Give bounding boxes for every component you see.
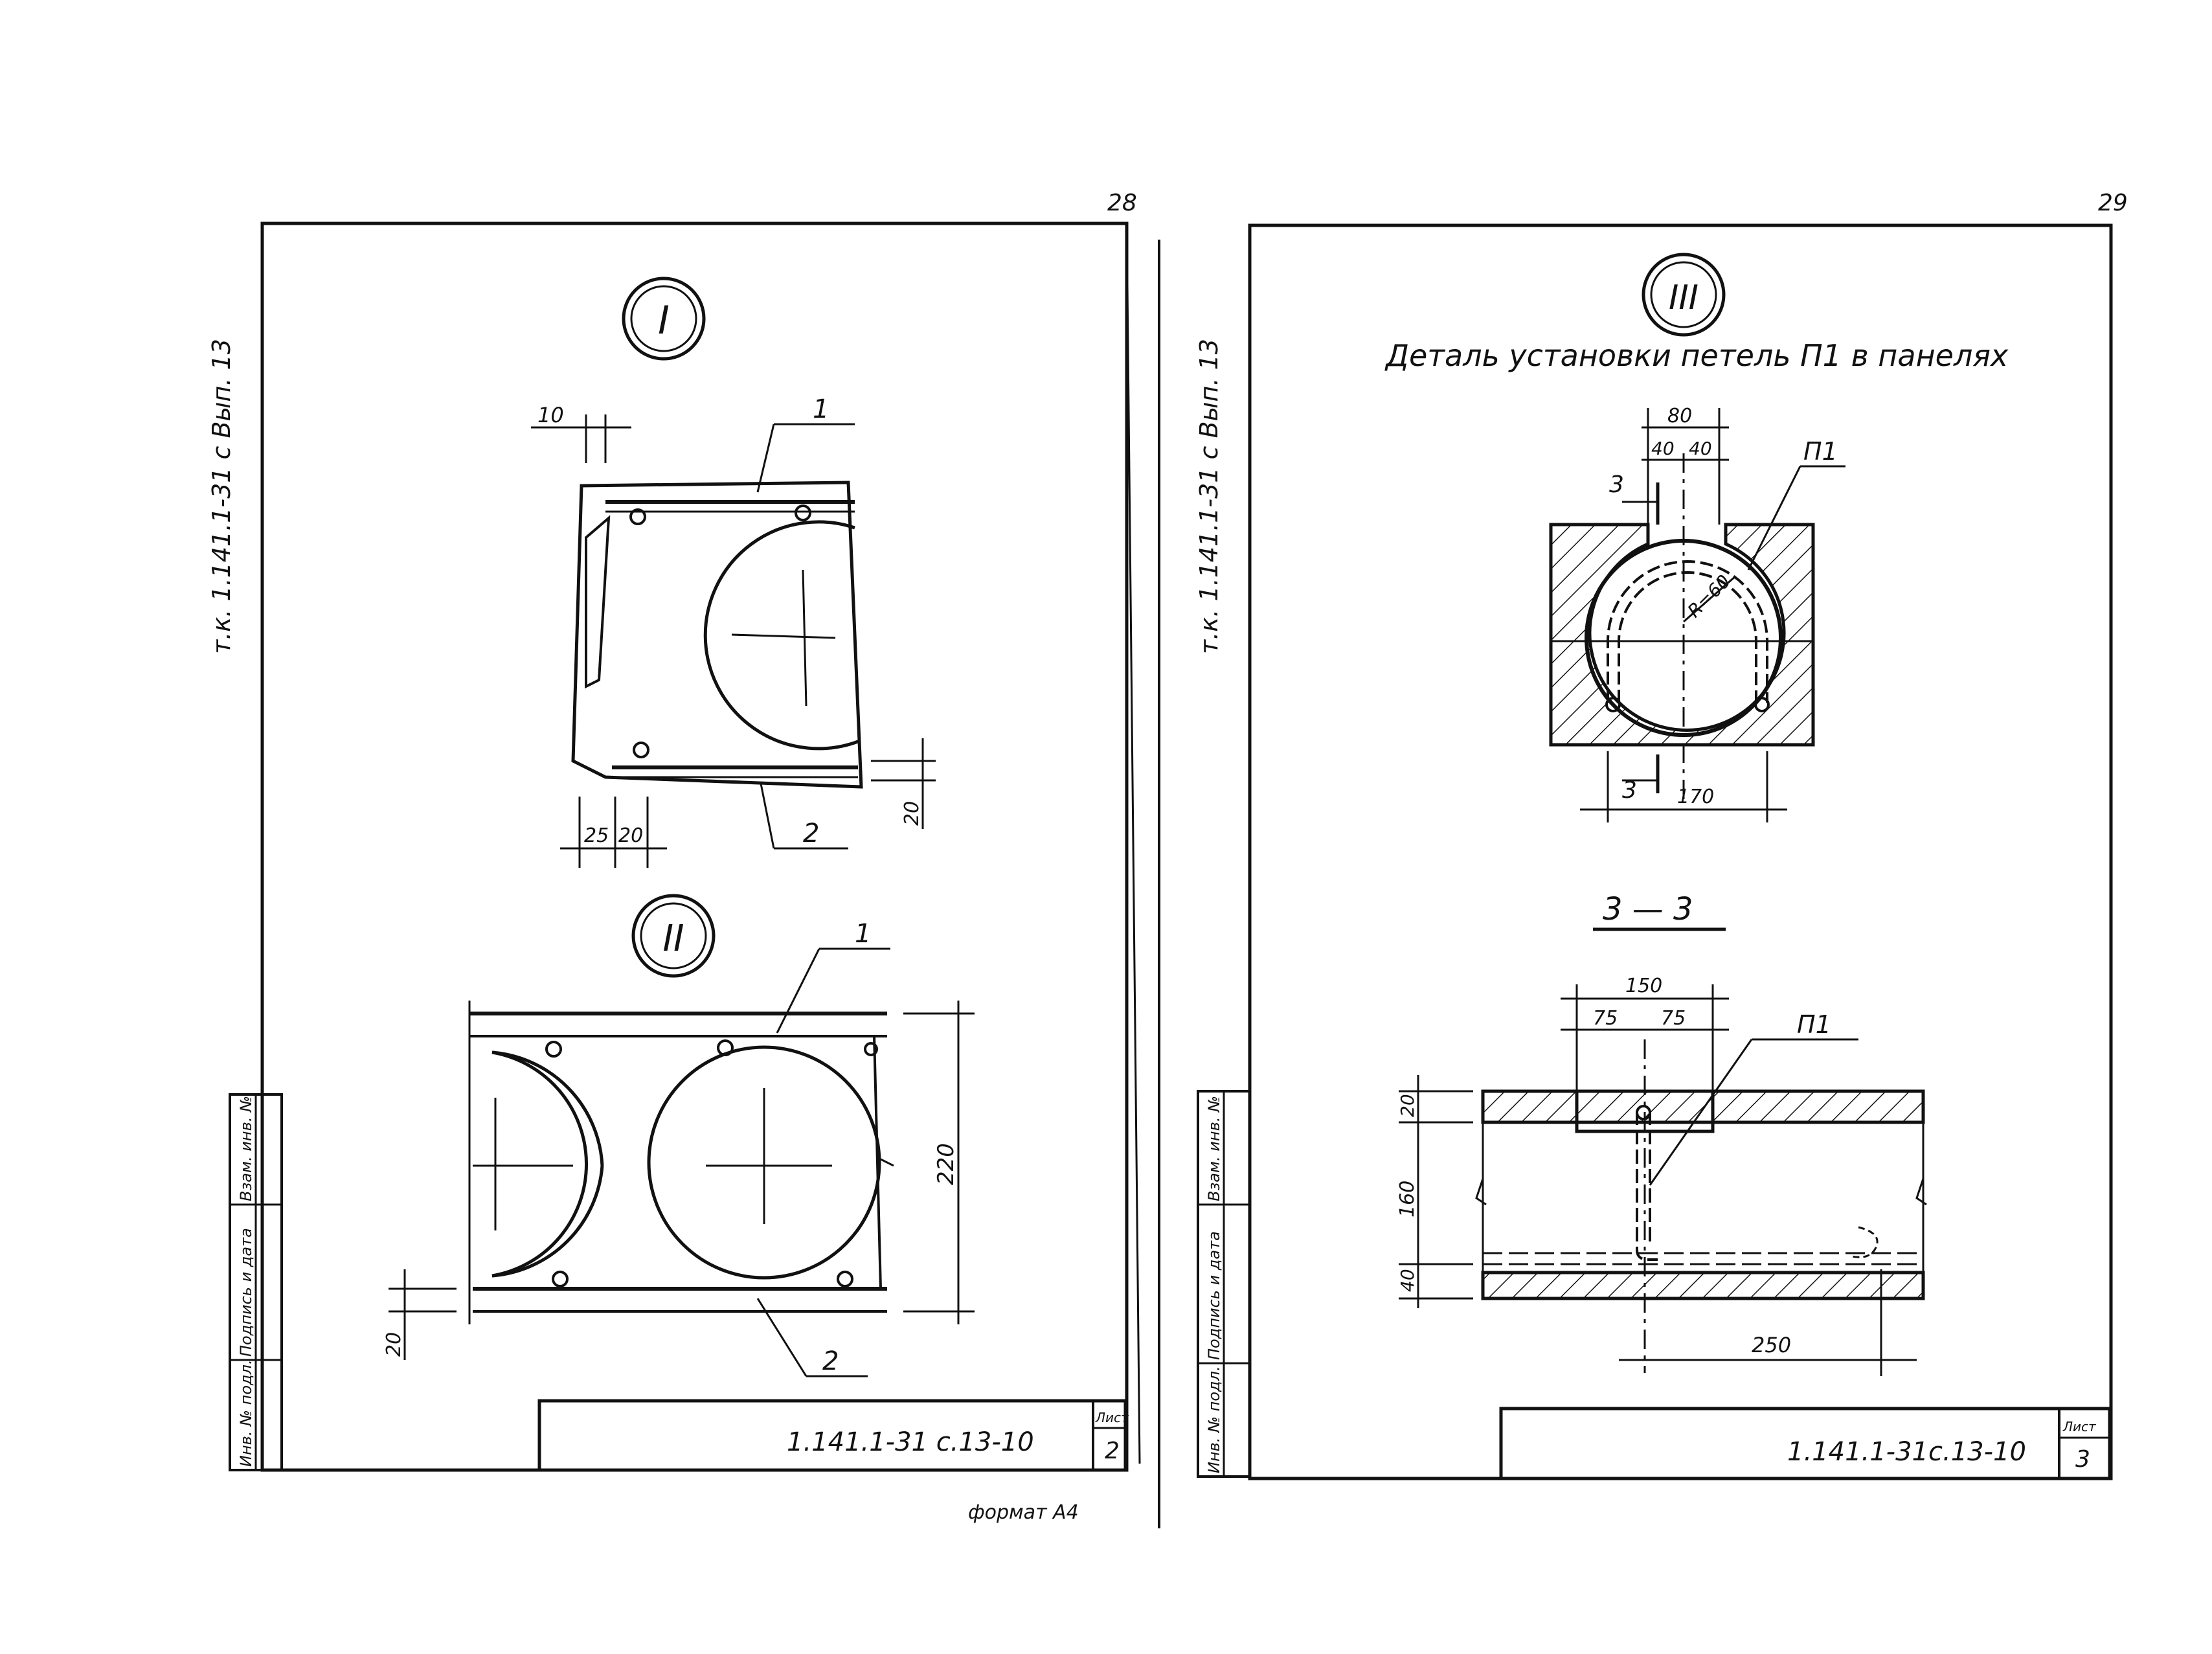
detail-III: III Деталь установки петель П1 в панелях… [1384, 253, 2009, 822]
detail-II-marker: II [662, 918, 684, 960]
right-sheet-number: 3 [2075, 1446, 2090, 1473]
detail-I-dim-25: 25 [584, 824, 609, 847]
right-side-label: т.к. 1.141.1-31 с Вып. 13 [1195, 339, 1223, 654]
detail-III-dim-40a: 40 [1651, 438, 1675, 459]
section-3-3-dim-75b: 75 [1661, 1007, 1686, 1030]
left-title-block: 1.141.1-31 с.13-10 Лист 2 [537, 1399, 1129, 1472]
detail-III-dim-170: 170 [1677, 786, 1714, 808]
left-stamp-cell-3: Взам. инв. № [237, 1096, 255, 1201]
right-title-block: 1.141.1-31с.13-10 Лист 3 [1499, 1407, 2112, 1480]
format-note: формат А4 [968, 1501, 1079, 1524]
right-page-number: 29 [2098, 190, 2128, 216]
detail-I-dim-20-vertical: 20 [901, 801, 923, 826]
section-3-3-dim-160: 160 [1396, 1181, 1419, 1218]
section-3-3-dim-150: 150 [1625, 975, 1662, 997]
detail-II-dim-20: 20 [383, 1332, 405, 1357]
right-title-code: 1.141.1-31с.13-10 [1787, 1437, 2026, 1467]
left-page-number: 28 [1107, 190, 1137, 216]
detail-II: II 1 2 [383, 894, 975, 1377]
section-3-3-bottom-slab [1481, 1271, 1925, 1300]
detail-III-section-mark-bottom: 3 [1622, 777, 1637, 804]
section-3-3-dim-75a: 75 [1593, 1007, 1618, 1030]
detail-I-dim-20: 20 [618, 824, 643, 847]
detail-III-panel-section [1549, 523, 1815, 747]
detail-III-radius: R=60 [1684, 571, 1735, 622]
section-3-3-loop-label: П1 [1797, 1010, 1831, 1039]
right-stamp-cell-1: Инв. № подл. [1205, 1366, 1223, 1473]
detail-III-dim-40b: 40 [1689, 438, 1712, 459]
left-stamp-cell-1: Инв. № подл. [237, 1359, 255, 1467]
left-side-label: т.к. 1.141.1-31 с Вып. 13 [207, 339, 236, 654]
detail-II-dim-220: 220 [933, 1143, 959, 1185]
right-sheet-label: Лист [2062, 1419, 2097, 1434]
section-3-3: 3 — 3 П1 1 [1396, 891, 1927, 1376]
left-sheet-frame [260, 221, 1129, 1472]
detail-I-dim-10: 10 [537, 403, 564, 427]
detail-I-callout-2: 2 [803, 819, 819, 848]
detail-III-marker: III [1669, 278, 1699, 317]
section-3-3-title: 3 — 3 [1603, 891, 1693, 927]
detail-III-dim-80: 80 [1667, 405, 1692, 427]
section-3-3-top-slab [1481, 1089, 1925, 1124]
left-sheet-number: 2 [1105, 1438, 1120, 1464]
detail-I-callout-1: 1 [813, 394, 829, 424]
section-3-3-dim-20: 20 [1397, 1094, 1418, 1117]
section-3-3-dim-250: 250 [1752, 1333, 1791, 1357]
detail-II-callout-1: 1 [855, 919, 871, 949]
detail-III-loop-label: П1 [1803, 437, 1838, 466]
left-sheet: 28 т.к. 1.141.1-31 с Вып. 13 Инв. № подл… [207, 190, 1141, 1524]
right-side-stamp: Инв. № подл. Подпись и дата Взам. инв. № [1197, 1090, 1251, 1478]
left-stamp-cell-2: Подпись и дата [237, 1228, 255, 1357]
right-sheet: 29 т.к. 1.141.1-31 с Вып. 13 Инв. № подл… [1195, 190, 2128, 1480]
right-stamp-cell-3: Взам. инв. № [1205, 1096, 1223, 1201]
right-stamp-cell-2: Подпись и дата [1205, 1231, 1223, 1360]
detail-III-section-mark-top: 3 [1609, 471, 1624, 498]
detail-III-title: Деталь установки петель П1 в панелях [1384, 338, 2009, 373]
detail-I-marker: I [658, 298, 670, 343]
left-sheet-label: Лист [1095, 1410, 1129, 1425]
left-side-stamp: Инв. № подл. Подпись и дата Взам. инв. № [229, 1093, 283, 1471]
detail-I: I 1 2 10 [531, 277, 936, 868]
detail-II-callout-2: 2 [822, 1346, 839, 1376]
left-title-code: 1.141.1-31 с.13-10 [787, 1427, 1034, 1457]
section-3-3-dim-40: 40 [1397, 1269, 1418, 1292]
